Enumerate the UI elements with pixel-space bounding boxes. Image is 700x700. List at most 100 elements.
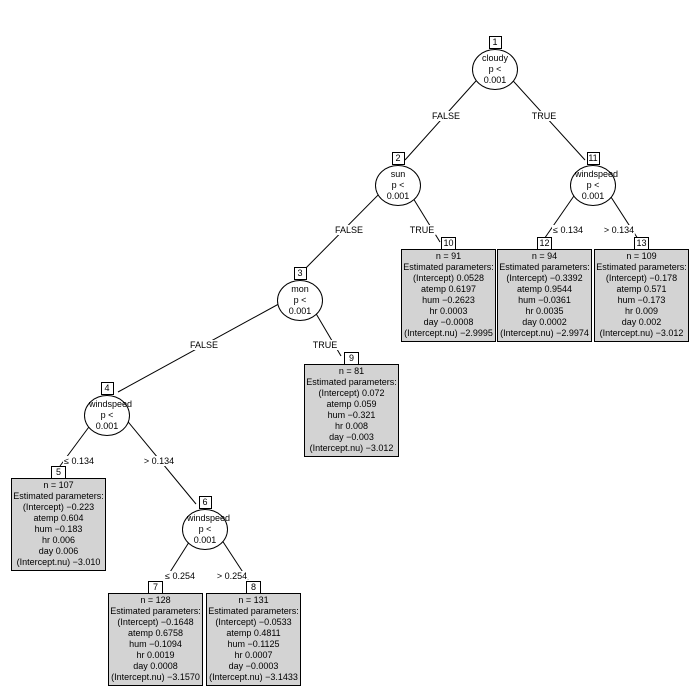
edge-label-6-7: ≤ 0.254 [164, 571, 196, 581]
edge-label-1-2: FALSE [430, 111, 462, 121]
leaf-param: (Intercept) −0.3392 [506, 273, 583, 283]
leaf-title: Estimated parameters: [208, 606, 299, 616]
node-id: 9 [344, 352, 359, 365]
leaf-param: (Intercept) −0.0533 [215, 617, 292, 627]
leaf-param: atemp 0.6197 [420, 284, 477, 294]
inner-node-1: 1 cloudy p < 0.001 [445, 36, 545, 90]
split-p-value: p < 0.001 [386, 180, 410, 201]
leaf-param: (Intercept) −0.178 [605, 273, 678, 283]
leaf-title: Estimated parameters: [403, 262, 494, 272]
leaf-param: (Intercept.nu) −2.9995 [404, 328, 493, 338]
inner-node-2: 2 sun p < 0.001 [348, 152, 448, 206]
leaf-param: atemp 0.6758 [127, 628, 184, 638]
leaf-box: n = 81 Estimated parameters: (Intercept)… [304, 364, 399, 457]
leaf-n: n = 128 [140, 595, 171, 605]
leaf-n: n = 91 [435, 251, 462, 261]
leaf-n: n = 94 [531, 251, 558, 261]
split-variable: mon [291, 284, 309, 294]
edge-label-2-10: TRUE [408, 225, 436, 235]
leaf-param: atemp 0.571 [616, 284, 667, 294]
node-id: 7 [148, 581, 163, 594]
leaf-param: (Intercept) −0.1648 [117, 617, 194, 627]
split-variable: windspeed [187, 513, 231, 523]
node-id: 8 [246, 581, 261, 594]
node-id: 11 [586, 152, 600, 165]
leaf-box: n = 128 Estimated parameters: (Intercept… [108, 593, 203, 686]
leaf-param: hr 0.0019 [136, 650, 175, 660]
split-variable: sun [390, 169, 406, 179]
split-ellipse: mon p < 0.001 [277, 280, 323, 321]
edge-label-4-5: ≤ 0.134 [63, 456, 95, 466]
node-id: 3 [293, 267, 307, 280]
leaf-title: Estimated parameters: [110, 606, 201, 616]
split-variable: windspeed [575, 169, 619, 179]
node-id: 12 [537, 237, 552, 250]
split-p-value: p < 0.001 [483, 64, 507, 85]
leaf-param: hum −0.0361 [518, 295, 571, 305]
node-id: 1 [488, 36, 502, 49]
leaf-param: day −0.0003 [228, 661, 279, 671]
node-id: 6 [198, 496, 212, 509]
node-id: 2 [391, 152, 405, 165]
split-ellipse: windspeed p < 0.001 [84, 395, 133, 436]
leaf-param: day 0.0002 [522, 317, 567, 327]
leaf-param: hr 0.0007 [234, 650, 273, 660]
split-p-value: p < 0.001 [95, 410, 119, 431]
leaf-param: day −0.003 [329, 432, 374, 442]
edge-label-3-9: TRUE [311, 340, 339, 350]
leaf-title: Estimated parameters: [13, 491, 104, 501]
split-variable: cloudy [481, 53, 508, 63]
edge-label-3-4: FALSE [188, 340, 220, 350]
leaf-node-13: 13 n = 109 Estimated parameters: (Interc… [594, 237, 689, 342]
leaf-param: atemp 0.604 [33, 513, 84, 523]
leaf-param: hr 0.006 [41, 535, 76, 545]
node-id: 5 [51, 466, 66, 479]
leaf-param: day 0.0008 [133, 661, 178, 671]
split-ellipse: windspeed p < 0.001 [182, 509, 231, 550]
leaf-param: hr 0.009 [624, 306, 659, 316]
leaf-box: n = 131 Estimated parameters: (Intercept… [206, 593, 301, 686]
leaf-param: hum −0.183 [34, 524, 83, 534]
split-ellipse: cloudy p < 0.001 [472, 49, 518, 90]
split-ellipse: sun p < 0.001 [375, 165, 421, 206]
split-p-value: p < 0.001 [288, 295, 312, 316]
leaf-param: atemp 0.9544 [516, 284, 573, 294]
leaf-param: hr 0.008 [334, 421, 369, 431]
inner-node-3: 3 mon p < 0.001 [250, 267, 350, 321]
node-id: 10 [441, 237, 456, 250]
leaf-title: Estimated parameters: [499, 262, 590, 272]
leaf-param: atemp 0.059 [326, 399, 377, 409]
leaf-param: (Intercept) 0.0528 [412, 273, 485, 283]
leaf-box: n = 91 Estimated parameters: (Intercept)… [401, 249, 496, 342]
leaf-param: atemp 0.4811 [226, 628, 281, 638]
leaf-n: n = 81 [338, 366, 365, 376]
leaf-param: (Intercept.nu) −3.1570 [111, 672, 200, 682]
inner-node-6: 6 windspeed p < 0.001 [155, 496, 255, 550]
leaf-param: (Intercept) 0.072 [318, 388, 385, 398]
leaf-param: day 0.006 [38, 546, 79, 556]
edge-label-6-8: > 0.254 [215, 571, 249, 581]
leaf-param: (Intercept.nu) −3.1433 [209, 672, 298, 682]
leaf-n: n = 107 [43, 480, 74, 490]
leaf-param: day −0.0008 [423, 317, 474, 327]
split-variable: windspeed [89, 399, 133, 409]
edge-label-2-3: FALSE [333, 225, 365, 235]
leaf-title: Estimated parameters: [306, 377, 397, 387]
leaf-n: n = 109 [626, 251, 657, 261]
leaf-param: hum −0.2623 [422, 295, 475, 305]
leaf-param: hum −0.173 [617, 295, 666, 305]
leaf-node-7: 7 n = 128 Estimated parameters: (Interce… [108, 581, 203, 686]
leaf-param: hum −0.321 [327, 410, 376, 420]
leaf-n: n = 131 [238, 595, 269, 605]
leaf-node-12: 12 n = 94 Estimated parameters: (Interce… [497, 237, 592, 342]
leaf-node-5: 5 n = 107 Estimated parameters: (Interce… [11, 466, 106, 571]
edge-label-11-12: ≤ 0.134 [552, 225, 584, 235]
inner-node-4: 4 windspeed p < 0.001 [57, 382, 157, 436]
leaf-param: (Intercept.nu) −3.012 [599, 328, 684, 338]
leaf-node-9: 9 n = 81 Estimated parameters: (Intercep… [304, 352, 399, 457]
leaf-box: n = 94 Estimated parameters: (Intercept)… [497, 249, 592, 342]
leaf-param: (Intercept) −0.223 [22, 502, 95, 512]
node-id: 4 [100, 382, 114, 395]
